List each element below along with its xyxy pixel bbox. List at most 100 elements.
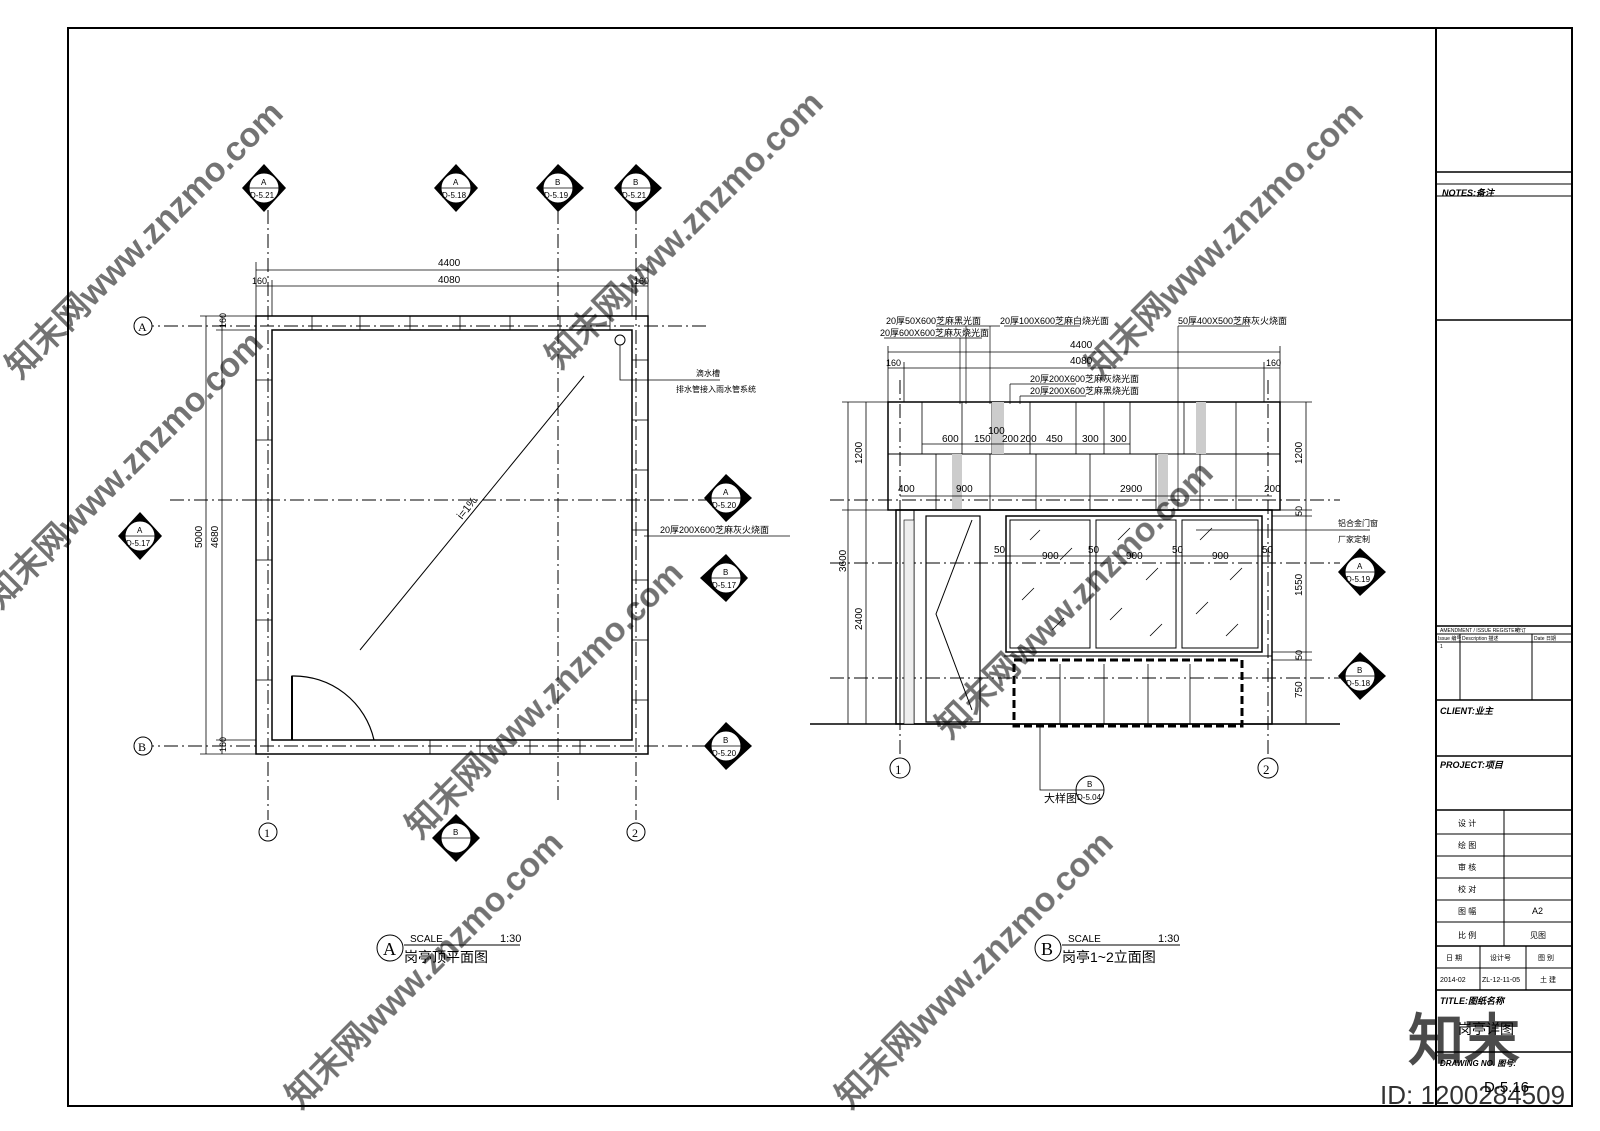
tb-title-label: TITLE:图纸名称	[1440, 996, 1506, 1006]
elev-dim-row2-3: 2900	[1120, 484, 1143, 495]
plan-caption-title: 岗亭顶平面图	[404, 949, 488, 965]
svg-text:绘 图: 绘 图	[1458, 840, 1476, 850]
plan-axis-2: 2	[632, 826, 638, 840]
plan-wall-note: 20厚200X600芝麻灰火烧面	[660, 524, 769, 535]
elev-note-6: 20厚200X600芝麻黑烧光面	[1030, 385, 1139, 396]
tb-col-desc: Description 描述	[1462, 635, 1498, 642]
tb-client: CLIENT:业主	[1440, 706, 1494, 716]
elev-caption-title: 岗亭1~2立面图	[1062, 949, 1156, 965]
svg-text:知末网www.znzmo.com: 知末网www.znzmo.com	[539, 84, 831, 376]
plan-dim-left-inner: 4680	[210, 525, 221, 548]
elev-dim-top-right: 160	[1266, 358, 1281, 368]
elev-right-marker-2: B D-5.18	[1338, 652, 1386, 700]
plan-bottom-marker: B	[432, 814, 480, 862]
title-block	[1435, 27, 1573, 1107]
elev-dim-win-2: 900	[1042, 551, 1059, 562]
svg-text:B: B	[723, 736, 728, 745]
tb-col-issue: Issue 编号	[1438, 635, 1461, 642]
elev-note-1: 20厚50X600芝麻黑光面	[886, 315, 981, 326]
tb-h-cat: 图 别	[1538, 953, 1554, 962]
elev-dim-right-1: 1200	[1294, 441, 1305, 464]
plan-dim-top-left: 160	[252, 276, 267, 286]
elev-frame-note-2: 厂家定制	[1338, 534, 1370, 544]
elev-dim-win-6: 900	[1212, 551, 1229, 562]
elev-dim-win-1: 50	[994, 545, 1006, 556]
plan-left-marker: A D-5.17	[118, 512, 162, 560]
plan-dim-left-total: 5000	[194, 525, 205, 548]
svg-text:见图: 见图	[1530, 931, 1546, 940]
tb-row1: 1	[1440, 644, 1443, 650]
svg-text:D-5.18: D-5.18	[1346, 679, 1371, 688]
svg-text:D-5.17: D-5.17	[126, 539, 151, 548]
plan-dim-top-inner: 4080	[438, 275, 461, 286]
plan-view: i=1% 滴水槽 排水管接入雨水管系统 20厚200X600芝麻灰火烧面 440…	[118, 164, 790, 965]
watermark-layer: 知末网www.znzmo.com 知末网www.znzmo.com 知末网www…	[0, 84, 1371, 1116]
tb-notes: NOTES:备注	[1442, 188, 1496, 198]
plan-axis-a: A	[138, 320, 147, 334]
svg-text:知末网www.znzmo.com: 知末网www.znzmo.com	[279, 824, 571, 1116]
svg-text:A: A	[261, 178, 267, 187]
plan-axis-1: 1	[264, 826, 270, 840]
tb-drawing-label: DRAWING NO. 图号:	[1440, 1059, 1516, 1068]
svg-text:A: A	[1357, 562, 1363, 571]
elev-dim-top-left: 160	[886, 358, 901, 368]
elev-axis-2: 2	[1263, 762, 1270, 777]
plan-drain-note-2: 排水管接入雨水管系统	[676, 384, 756, 394]
tb-title-value: 岗亭详图	[1458, 1021, 1514, 1037]
svg-text:图 幅: 图 幅	[1458, 906, 1476, 916]
elev-dim-mid-2: 150	[974, 434, 991, 445]
plan-drain-note-1: 滴水槽	[696, 368, 720, 378]
elev-dim-row2-4: 200	[1264, 484, 1281, 495]
elev-dim-row2-1: 400	[898, 484, 915, 495]
svg-text:D-5.17: D-5.17	[712, 581, 737, 590]
elev-dim-mid-7: 300	[1082, 434, 1099, 445]
plan-section-marker-2: A D-5.18	[434, 164, 478, 212]
elev-caption-letter: B	[1041, 939, 1053, 959]
svg-text:审 核: 审 核	[1458, 862, 1476, 872]
svg-text:A: A	[137, 526, 143, 535]
svg-text:知末网www.znzmo.com: 知末网www.znzmo.com	[1079, 94, 1371, 386]
svg-text:A: A	[453, 178, 459, 187]
svg-text:B: B	[633, 178, 638, 187]
plan-caption-letter: A	[383, 939, 396, 959]
elev-detail-label: 大样图	[1044, 791, 1077, 805]
svg-text:B: B	[1087, 780, 1092, 789]
elev-dim-left-1: 1200	[854, 441, 865, 464]
elev-dim-right-5: 750	[1294, 681, 1305, 698]
plan-dim-top-total: 4400	[438, 258, 461, 269]
elev-dim-win-7: 50	[1262, 545, 1274, 556]
svg-text:D-5.20: D-5.20	[712, 749, 737, 758]
svg-text:D-5.19: D-5.19	[1346, 575, 1371, 584]
elev-dim-left-2: 3600	[838, 549, 849, 572]
plan-axis-b: B	[138, 740, 146, 754]
plan-section-marker-3: B D-5.19	[536, 164, 584, 212]
svg-text:D-5.20: D-5.20	[712, 501, 737, 510]
elev-dim-right-4: 50	[1294, 650, 1304, 660]
svg-text:知末网www.znzmo.com: 知末网www.znzmo.com	[829, 824, 1121, 1116]
svg-text:D-5.18: D-5.18	[442, 191, 467, 200]
tb-amendment: AMENDMENT / ISSUE REGISTER	[1440, 628, 1519, 634]
elev-dim-mid-5: 200	[1020, 434, 1037, 445]
elev-detail-ref: B D-5.04	[1075, 775, 1105, 805]
svg-text:校 对: 校 对	[1458, 884, 1476, 894]
elev-frame-note-1: 铝合金门窗	[1338, 518, 1378, 528]
svg-text:A: A	[723, 488, 729, 497]
plan-dim-top-right: 160	[634, 276, 649, 286]
svg-text:D-5.04: D-5.04	[1077, 793, 1102, 802]
elev-note-3: 20厚600X600芝麻灰烧光面	[880, 327, 989, 338]
tb-h-num: 设计号	[1490, 953, 1511, 962]
plan-right-marker-3: B D-5.20	[704, 722, 752, 770]
svg-text:B: B	[723, 568, 728, 577]
elev-dim-win-3: 50	[1088, 545, 1100, 556]
plan-right-marker-2: B D-5.17	[700, 554, 748, 602]
svg-text:D-5.19: D-5.19	[544, 191, 569, 200]
elev-dim-row2-2: 900	[956, 484, 973, 495]
elev-caption-scale: SCALE	[1068, 934, 1101, 945]
watermark-logo: 知末	[1408, 1009, 1520, 1072]
elev-dim-mid-8: 300	[1110, 434, 1127, 445]
plan-caption-ratio: 1:30	[500, 933, 521, 945]
svg-text:A2: A2	[1532, 906, 1543, 916]
elev-caption-ratio: 1:30	[1158, 933, 1179, 945]
elev-dim-mid-6: 450	[1046, 434, 1063, 445]
svg-text:比 例: 比 例	[1458, 930, 1476, 940]
